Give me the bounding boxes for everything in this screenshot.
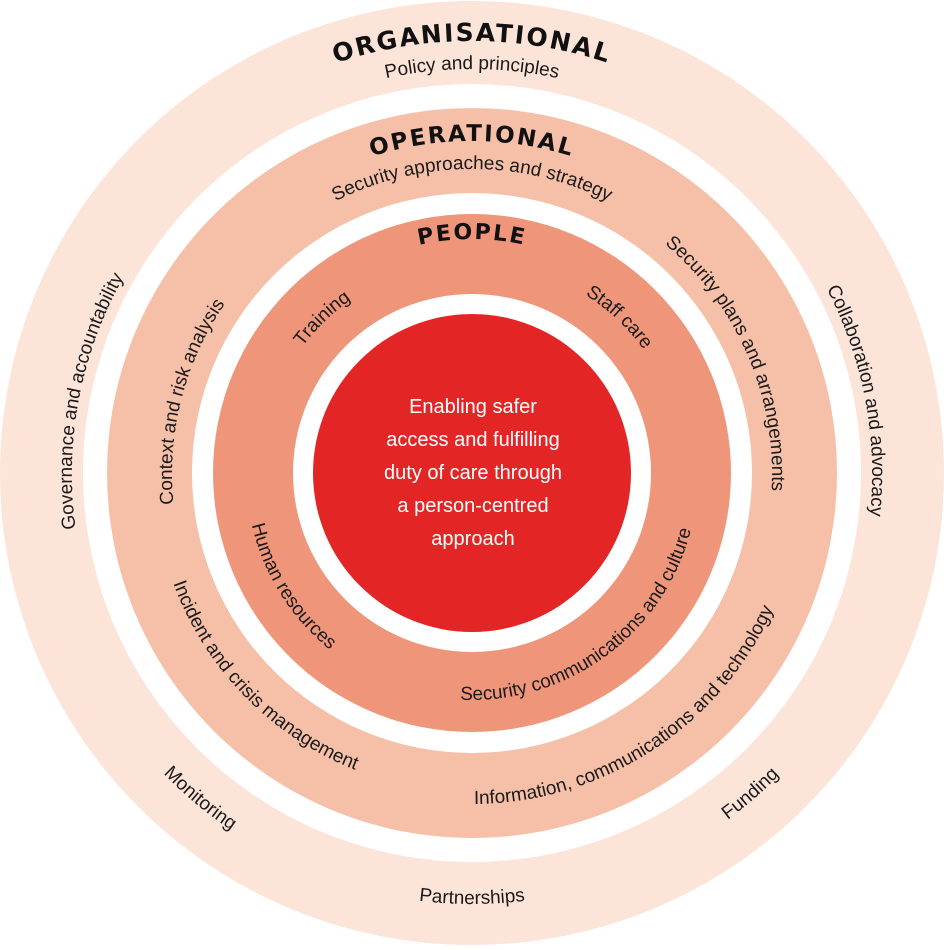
centre-circle (313, 314, 631, 632)
centre-line: approach (431, 528, 514, 550)
centre-line: a person-centred (397, 495, 548, 517)
centre-line: Enabling safer (409, 396, 537, 418)
centre-line: access and fulfilling (386, 429, 559, 451)
centre-line: duty of care through (384, 462, 562, 484)
centre-statement: Enabling safer access and fulfilling dut… (384, 396, 562, 550)
label-partnerships: Partnerships (418, 885, 525, 909)
